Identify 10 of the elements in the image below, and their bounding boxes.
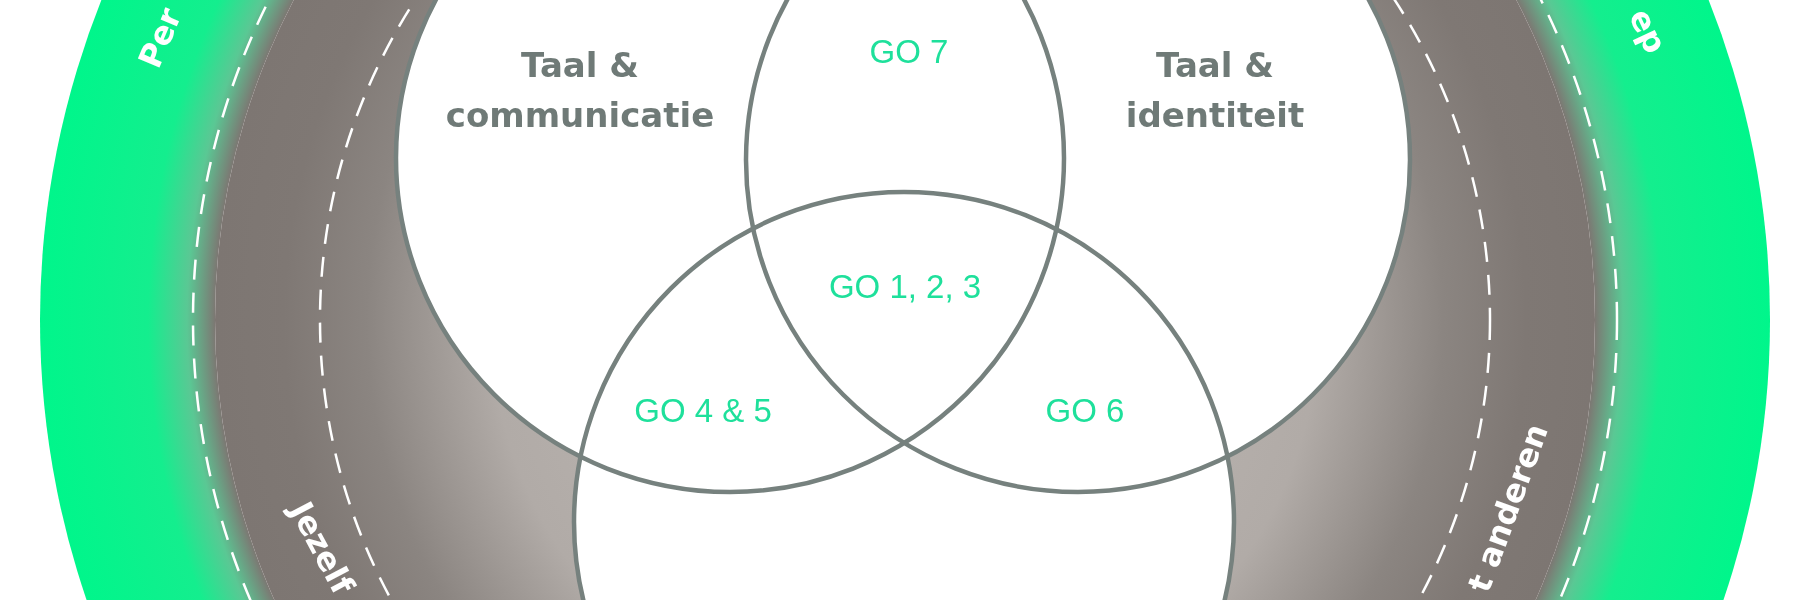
- region-label: GO 1, 2, 3: [828, 268, 982, 306]
- inner-ring: [212, 0, 1598, 600]
- ring-label: ep: [1621, 2, 1675, 60]
- region-label: GO 4 & 5: [634, 392, 772, 430]
- region-label: GO 7: [869, 33, 949, 71]
- region-label: GO 6: [1045, 392, 1125, 430]
- circle-label: Taal & communicatie: [444, 44, 716, 137]
- outer-ring: [37, 0, 1773, 600]
- circle-label: Taal & identiteit: [1124, 44, 1306, 137]
- ring-label: Per: [130, 2, 190, 74]
